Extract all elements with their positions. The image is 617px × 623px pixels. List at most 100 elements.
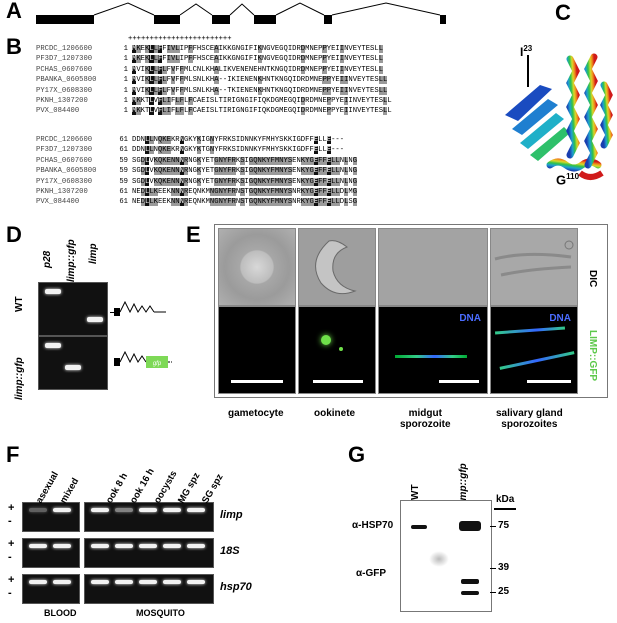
gel-f-mosquito-hsp70 [84, 574, 214, 604]
alignment-seq-position: 61 [119, 146, 128, 155]
gel-f-gene-label: limp [220, 509, 243, 521]
alignment-seq-position: 59 [119, 156, 128, 165]
alignment-seq-position: 61 [119, 136, 128, 144]
alignment-block-2: PRCDC_1206600 61 DDNLLNQKEKRNGKYKIGNYFRKSI… [36, 135, 456, 208]
exon-2 [154, 15, 180, 24]
alignment-sequence: MKEKLLFFIVLIPFFHSCEAIKKGNGIFIKNGVEGQIDRD… [132, 45, 384, 53]
alignment-seq-name: PF3D7_1207300 [36, 55, 93, 64]
blot-membrane [400, 500, 492, 612]
blot-ab-gfp: α-GFP [356, 568, 387, 579]
gel-f-plus-label: + [8, 502, 15, 514]
alignment-seq-name: PBANKA_0605800 [36, 76, 97, 85]
alignment-seq-position: 61 [119, 188, 128, 197]
blot-kda-bar [494, 508, 516, 510]
exon-6 [440, 15, 446, 24]
alignment-sequence: DDNLLNQKEKRNGKYKTGNYFRKSIDNNKYFMHYSKKIGD… [132, 146, 345, 155]
alignment-sequence: NEDLLKEEKNNNREQNKMNGNYFRNSTGQNKYFMNYSNRK… [132, 198, 358, 207]
gel-f: +-limp+-18S+-hsp70 [8, 502, 252, 606]
gel-f-gene-label: 18S [220, 545, 240, 557]
gel-f-group-blood: BLOOD [44, 608, 77, 618]
gel-f-minus-label: - [8, 551, 12, 563]
micro-gfp-midgut: DNA [378, 306, 488, 394]
dna-label-salivary: DNA [549, 313, 571, 324]
panel-label-b: B [6, 34, 22, 59]
alignment-sequence: MKKTLVFLIFLFLFCAEISLTIRIGNGIFIQKDGMEGQID… [132, 107, 392, 116]
exon-3 [212, 15, 230, 24]
alignment-sequence: SGDLVKQKENNNRNGKYETGNYFRKSIGQNKYFMNYSENK… [132, 156, 358, 165]
panel-label-d: D [6, 222, 22, 247]
alignment-seq-name: PVX_084400 [36, 198, 80, 207]
alignment-sequence: NEDLLKEEKNNNREQNKMNGNYFRNSTGQNKYFMNYSNRK… [132, 188, 358, 197]
micro-gfp-ookinete [298, 306, 376, 394]
alignment-seq-name: PY17X_0608300 [36, 86, 93, 95]
blot-lane-wt: WT [410, 484, 421, 500]
alignment-seq-name: PKNH_1307200 [36, 97, 88, 106]
gel-d-row-limpgfp: limp::gfp [14, 357, 25, 400]
micro-col-salivary: salivary gland sporozoites [496, 408, 563, 430]
gel-f-blood-hsp70 [22, 574, 80, 604]
gel-f-minus-label: - [8, 515, 12, 527]
micro-dic-ookinete [298, 228, 376, 306]
gel-d-bottom [38, 336, 108, 390]
gel-f-lane-label: ook 8 h [104, 471, 131, 506]
alignment-seq-position: 61 [119, 198, 128, 207]
gel-f-gene-label: hsp70 [220, 581, 252, 593]
alignment-seq-position: 1 [123, 45, 128, 53]
alignment-seq-position: 1 [123, 97, 128, 106]
alignment-seq-name: PRCDC_1206600 [36, 136, 93, 144]
alignment-sequence: MKEKLLFFIVLIPFFHSCEAIKKGNGIFIKNGVEGQIDRD… [132, 55, 384, 64]
exon-4 [254, 15, 276, 24]
gel-f-blood-limp [22, 502, 80, 532]
micro-gfp-salivary: DNA [490, 306, 578, 394]
gel-f-lane-label: SG spz [200, 472, 226, 506]
alignment-row: PKNH_1307200 61 NEDLLKEEKNNNREQNKMNGNYFRNS… [36, 187, 456, 197]
gel-d-lane-p28: p28 [42, 250, 53, 268]
exon-1 [36, 15, 94, 24]
alignment-row: PF3D7_1207300 1 MKEKLLFFIVLIPFFHSCEAIKKGNG… [36, 54, 456, 64]
panel-label-a: A [6, 0, 22, 23]
structure-n-terminus: I23 [520, 44, 533, 59]
gel-d-top [38, 282, 108, 336]
micro-row-label-gfp: LIMP::GFP [587, 330, 598, 382]
micro-dic-midgut [378, 228, 488, 306]
structure-c-terminus: G110 [556, 172, 580, 188]
micro-row-label-dic: DIC [587, 270, 598, 288]
alignment-seq-position: 1 [123, 55, 128, 64]
alignment-sequence: MVIKLLFLFVFFMLSNLKHA--TKIENENKHNTKNGQIDR… [132, 86, 388, 95]
gel-f-group-mosquito: MOSQUITO [136, 608, 185, 618]
alignment-seq-name: PBANKA_0605800 [36, 167, 97, 176]
panel-label-g: G [348, 442, 366, 467]
alignment-seq-position: 59 [119, 177, 128, 186]
micro-gfp-gametocyte [218, 306, 296, 394]
alignment-seq-name: PCHAS_0607600 [36, 65, 93, 74]
alignment-seq-position: 1 [123, 76, 128, 85]
gfp-box [146, 356, 168, 368]
alignment-seq-name: PF3D7_1207300 [36, 146, 93, 155]
micro-col-ookinete: ookinete [314, 408, 356, 419]
alignment-seq-position: 1 [123, 107, 128, 116]
alignment-seq-name: PKNH_1307200 [36, 188, 88, 197]
gel-f-lane-label: asexual [34, 469, 61, 506]
gel-f-minus-label: - [8, 587, 12, 599]
micro-col-gametocyte: gametocyte [228, 408, 284, 419]
gel-f-plus-label: + [8, 574, 15, 586]
gel-d-lane-limp: limp [88, 243, 99, 264]
alignment-marker: ++++++++++++++++++++++++ [128, 35, 232, 43]
svg-text:gfp: gfp [153, 361, 162, 367]
alignment-row: PF3D7_1207300 61 DDNLLNQKEKRNGKYKTGNYFRKSI… [36, 145, 456, 155]
gel-f-blood-18S [22, 538, 80, 568]
alignment-sequence: SGDLVKQKENNNRNGKYETGNYFRKSIGQNKYFMNYSENK… [132, 177, 358, 186]
gel-f-mosquito-18S [84, 538, 214, 568]
alignment-sequence: DDNLLNQKEKRNGKYKIGNYFRKSIDNNKYFMHYSKKIGD… [132, 136, 345, 144]
alignment-seq-position: 59 [119, 167, 128, 176]
protein-structure [505, 53, 613, 180]
